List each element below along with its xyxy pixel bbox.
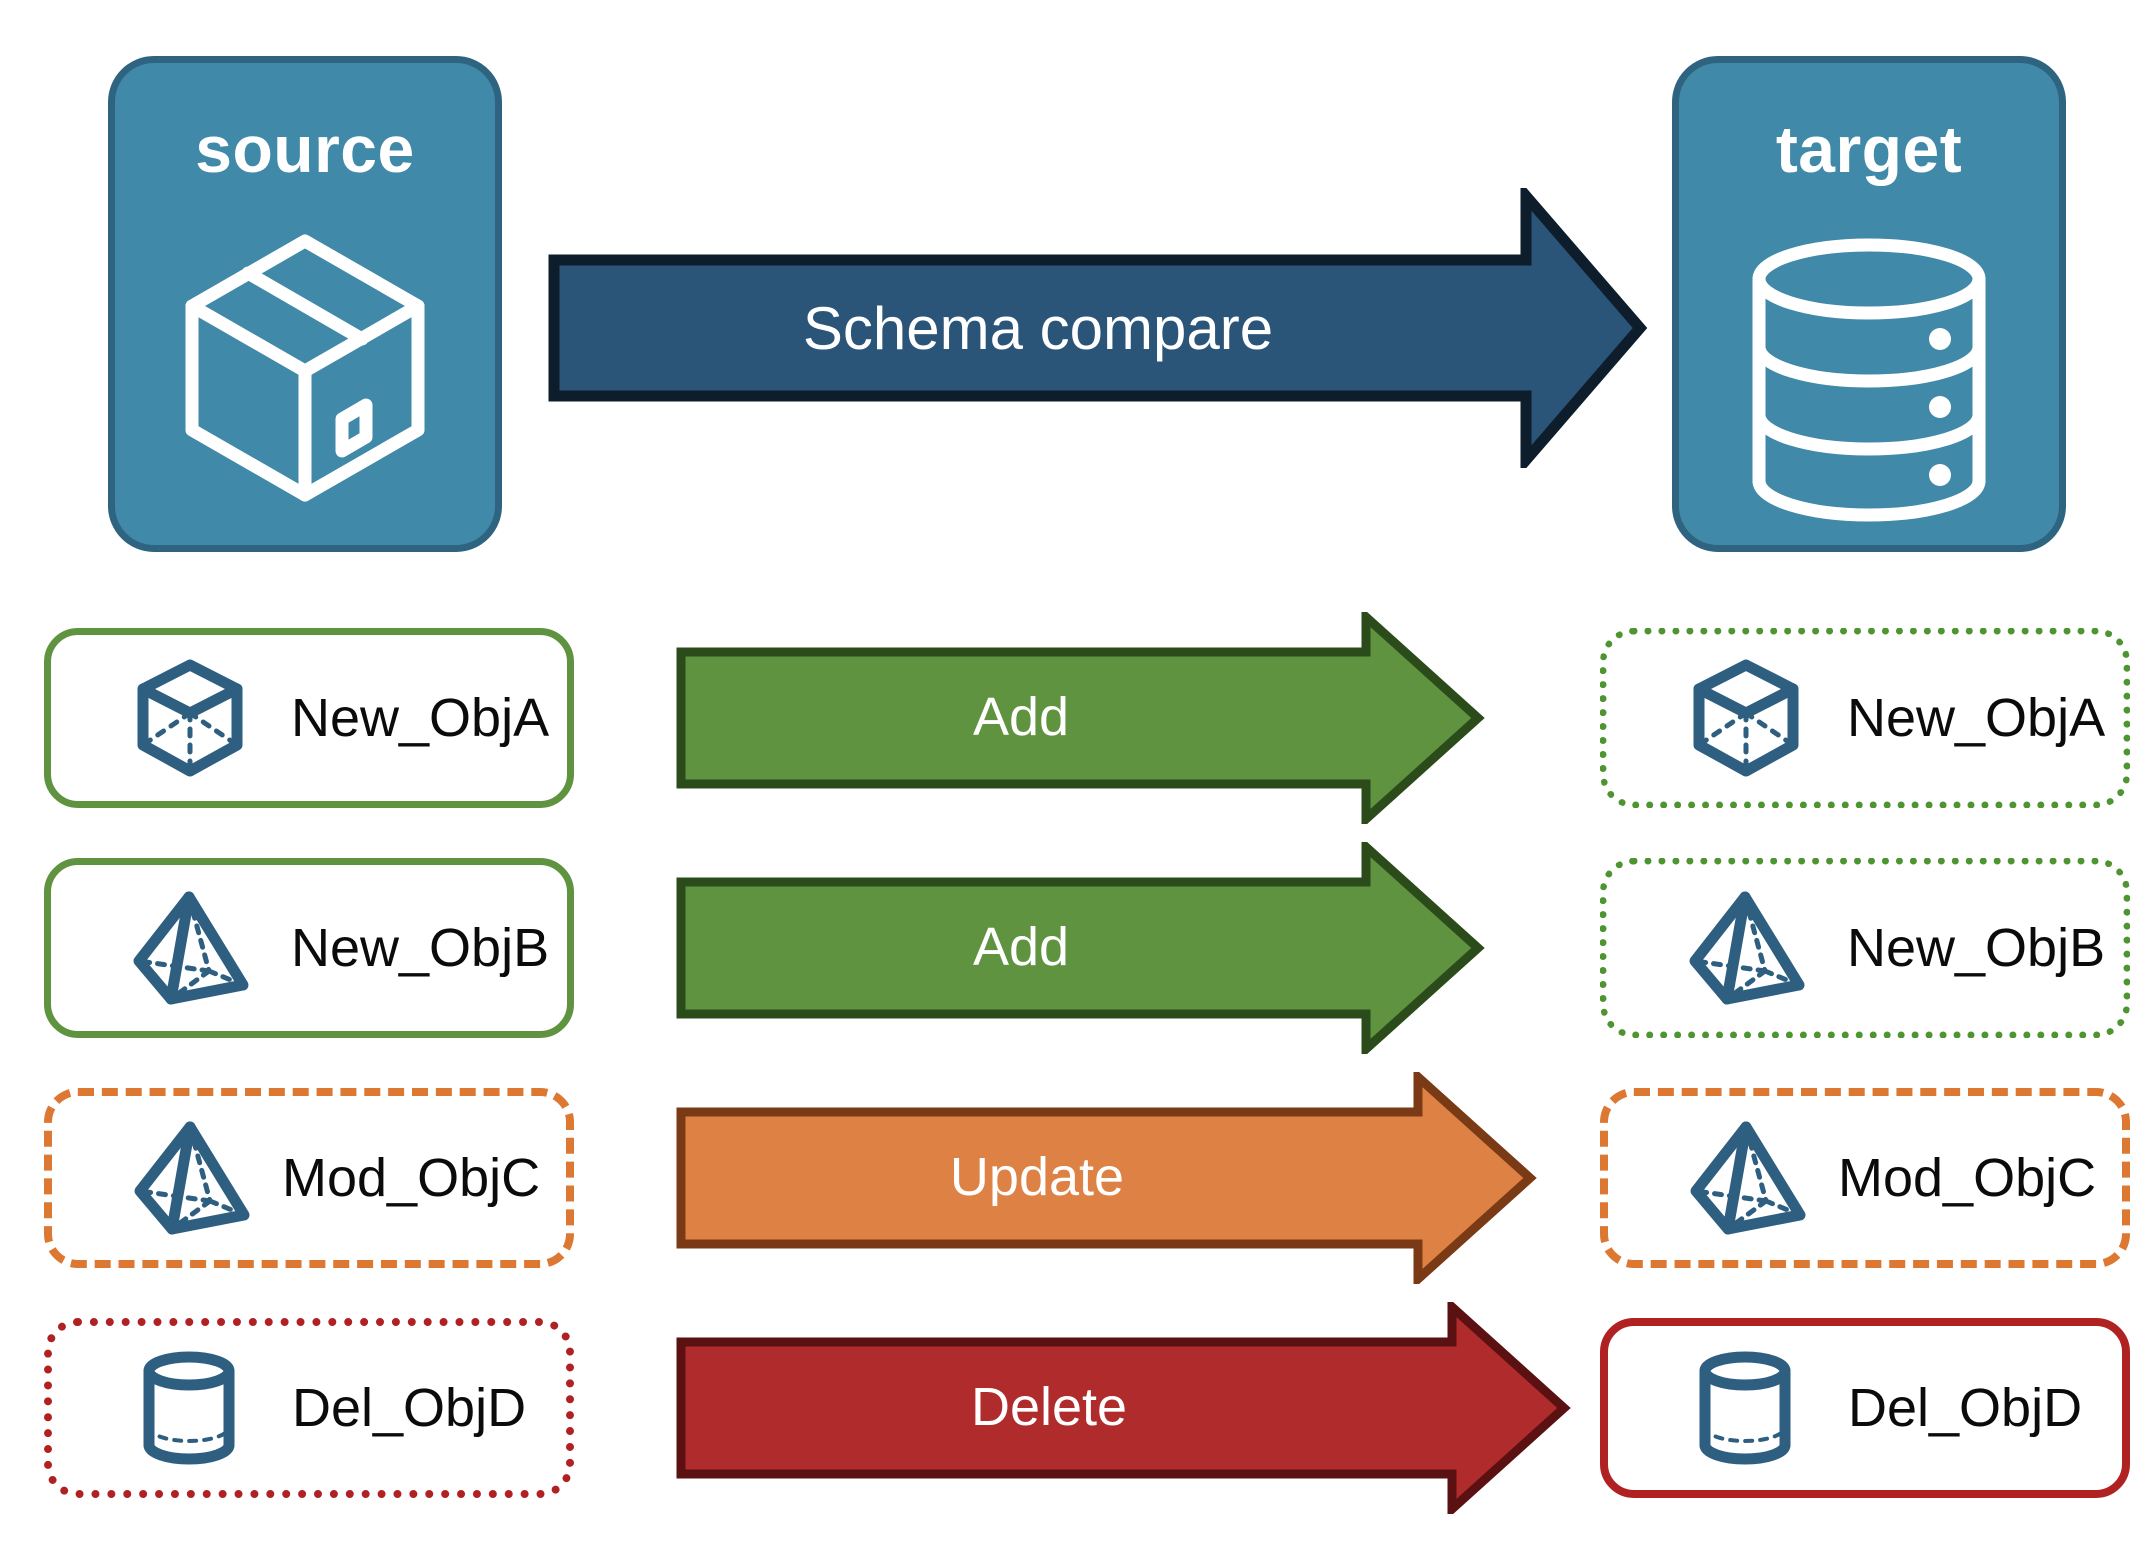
target-card-label: New_ObjA [1847, 688, 2106, 748]
target-card-label: Mod_ObjC [1838, 1148, 2097, 1208]
source-card-label: New_ObjA [291, 688, 550, 748]
source-card-label: New_ObjB [291, 918, 550, 978]
target-card-del-objd[interactable]: Del_ObjD [1600, 1318, 2130, 1498]
add-arrow-1[interactable]: Add [676, 606, 1486, 830]
source-card-mod-objc[interactable]: Mod_ObjC [44, 1088, 574, 1268]
schema-compare-arrow[interactable]: Schema compare [548, 181, 1648, 475]
database-cylinder-icon [1744, 235, 1994, 530]
target-card-new-obja[interactable]: New_ObjA [1600, 628, 2130, 808]
target-panel-title: target [1775, 112, 1963, 186]
source-panel[interactable]: source [108, 56, 502, 552]
target-card-label: New_ObjB [1847, 918, 2106, 978]
source-card-label: Del_ObjD [292, 1378, 527, 1438]
target-card-label: Del_ObjD [1848, 1378, 2083, 1438]
cylinder-wireframe-icon [1696, 1349, 1794, 1467]
source-card-new-obja[interactable]: New_ObjA [44, 628, 574, 808]
target-card-mod-objc[interactable]: Mod_ObjC [1600, 1088, 2130, 1268]
delete-arrow[interactable]: Delete [676, 1296, 1572, 1520]
update-arrow[interactable]: Update [676, 1066, 1538, 1290]
target-panel[interactable]: target [1672, 56, 2066, 552]
cube-wireframe-icon [1687, 659, 1805, 777]
pyramid-wireframe-icon [131, 887, 253, 1009]
pyramid-wireframe-icon [1688, 1117, 1810, 1239]
target-card-new-objb[interactable]: New_ObjB [1600, 858, 2130, 1038]
add-arrow-2[interactable]: Add [676, 836, 1486, 1060]
cube-wireframe-icon [131, 659, 249, 777]
cylinder-wireframe-icon [140, 1349, 238, 1467]
pyramid-wireframe-icon [132, 1117, 254, 1239]
source-panel-title: source [195, 112, 415, 186]
pyramid-wireframe-icon [1687, 887, 1809, 1009]
source-card-label: Mod_ObjC [282, 1148, 541, 1208]
source-card-new-objb[interactable]: New_ObjB [44, 858, 574, 1038]
source-card-del-objd[interactable]: Del_ObjD [44, 1318, 574, 1498]
package-box-icon [170, 223, 440, 518]
